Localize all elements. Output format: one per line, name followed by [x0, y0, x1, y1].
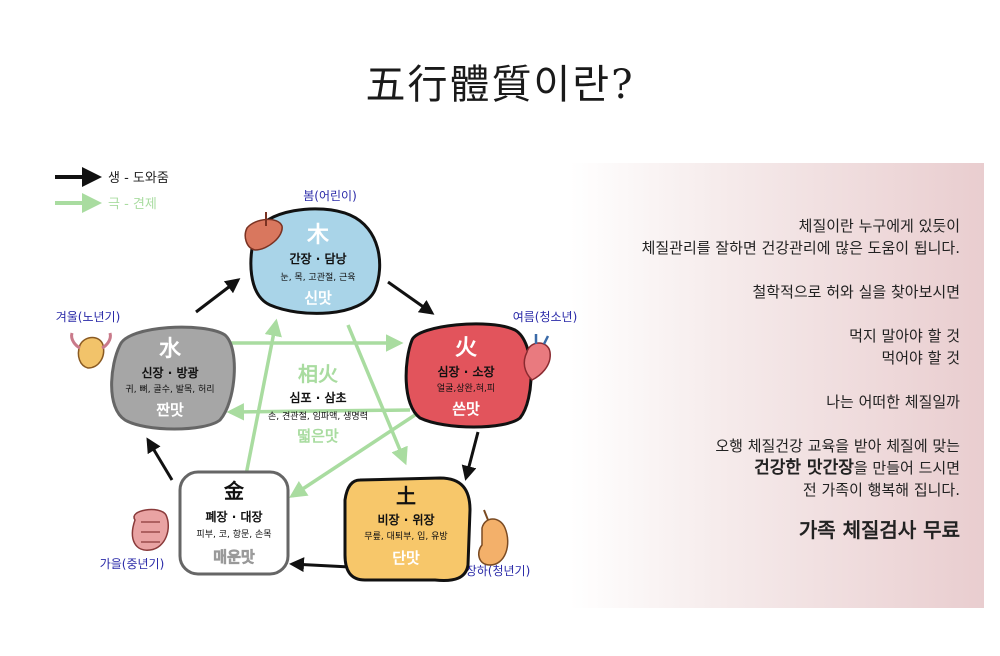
page-title: 五行體質이란?: [365, 62, 635, 108]
element-wood: 木 간장 · 담낭 눈, 목, 고관절, 근육 신맛: [244, 207, 382, 315]
minfire-body: 손, 견관절, 임파액, 생명력: [268, 410, 368, 422]
fire-hanja: 火: [455, 336, 477, 361]
water-taste: 짠맛: [156, 401, 184, 419]
water-hanja: 水: [159, 337, 182, 362]
liver-icon: [244, 212, 283, 251]
legend-generate-label: 생 - 도와줌: [108, 171, 169, 186]
intestine-icon: [131, 508, 170, 551]
earth-hanja: 土: [396, 484, 416, 508]
desc-text: 을 만들어 드시면: [853, 459, 960, 477]
earth-blob: [343, 476, 472, 582]
season-latesummer-label: 장하(청년기): [466, 564, 531, 578]
desc-line: 체질관리를 잘하면 건강관리에 많은 도움이 됩니다.: [641, 239, 960, 257]
desc-line: 먹지 말아야 할 것: [849, 327, 960, 345]
generate-arrows: [146, 278, 480, 573]
water-body: 귀, 뼈, 골수, 발목, 허리: [125, 383, 214, 395]
minfire-taste: 떫은맛: [297, 427, 339, 445]
wood-body: 눈, 목, 고관절, 근육: [280, 271, 355, 283]
desc-line: 철학적으로 허와 실을 찾아보시면: [752, 283, 960, 301]
fire-organs: 심장 · 소장: [437, 364, 494, 379]
wood-organs: 간장 · 담낭: [289, 251, 346, 266]
element-water: 水 신장 · 방광 귀, 뼈, 골수, 발목, 허리 짠맛: [70, 325, 236, 431]
free-test-callout: 가족 체질검사 무료: [798, 518, 960, 542]
minfire-hanja: 相火: [298, 362, 339, 386]
desc-line: 나는 어떠한 체질일까: [826, 393, 960, 411]
minfire-organs: 심포 · 삼초: [289, 390, 346, 405]
water-blob: [110, 325, 236, 431]
highlight-text: 건강한 맛간장: [754, 458, 854, 478]
desc-line-highlight: 건강한 맛간장을 만들어 드시면: [560, 457, 960, 479]
earth-organs: 비장 · 위장: [377, 512, 434, 527]
earth-taste: 단맛: [392, 549, 420, 567]
fire-body: 얼굴,상완,혀,피: [437, 383, 495, 394]
element-metal: 金 폐장 · 대장 피부, 코, 항문, 손목 매운맛: [131, 470, 290, 576]
season-winter-label: 겨울(노년기): [56, 310, 121, 324]
desc-line: 오행 체질건강 교육을 받아 체질에 맞는: [715, 437, 960, 455]
kidney-bladder-icon: [70, 332, 112, 369]
five-elements-diagram: 생 - 도와줌 극 - 견제 봄(어린이) 여름(청소년) 장하(청년기) 가을…: [55, 167, 578, 582]
metal-body: 피부, 코, 항문, 손목: [196, 529, 271, 540]
season-spring-label: 봄(어린이): [303, 189, 357, 203]
metal-box: [178, 470, 290, 576]
element-fire: 火 심장 · 소장 얼굴,상완,혀,피 쓴맛: [404, 322, 551, 429]
fire-blob: [404, 322, 533, 429]
fire-taste: 쓴맛: [452, 400, 480, 418]
desc-line: 먹어야 할 것: [881, 349, 960, 367]
metal-taste: 매운맛: [213, 548, 255, 566]
element-ministerial-fire: 相火 심포 · 삼초 손, 견관절, 임파액, 생명력 떫은맛: [268, 362, 368, 445]
right-gradient-panel: [570, 163, 984, 608]
description-text: 체질이란 누구에게 있듯이 체질관리를 잘하면 건강관리에 많은 도움이 됩니다…: [560, 215, 960, 541]
stomach-icon: [477, 509, 509, 566]
element-earth: 土 비장 · 위장 무릎, 대퇴부, 입, 유방 단맛: [343, 476, 509, 582]
desc-line: 체질이란 누구에게 있듯이: [798, 217, 960, 235]
legend-control-label: 극 - 견제: [108, 197, 157, 212]
metal-organs: 폐장 · 대장: [205, 509, 262, 524]
wood-hanja: 木: [306, 223, 330, 248]
desc-line: 전 가족이 행복해 집니다.: [802, 481, 960, 499]
season-summer-label: 여름(청소년): [513, 310, 578, 324]
season-autumn-label: 가을(중년기): [100, 557, 165, 571]
metal-hanja: 金: [223, 479, 245, 503]
heart-icon: [523, 334, 551, 381]
earth-body: 무릎, 대퇴부, 입, 유방: [364, 530, 447, 542]
water-organs: 신장 · 방광: [141, 365, 198, 380]
wood-taste: 신맛: [304, 289, 332, 307]
wood-blob: [249, 207, 382, 315]
